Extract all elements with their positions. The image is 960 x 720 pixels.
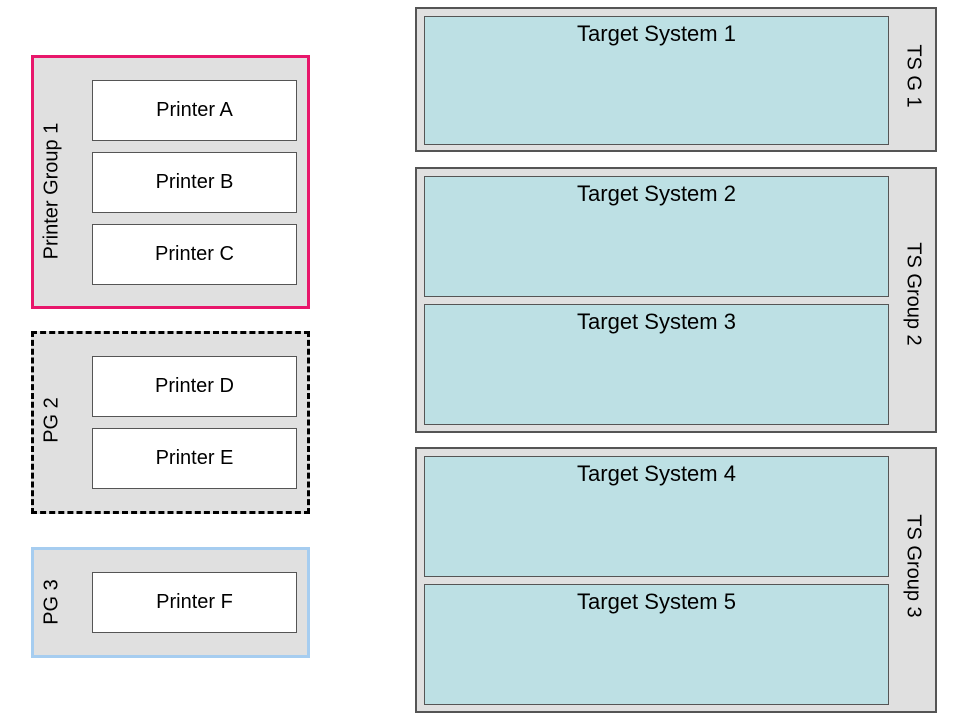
target-system-1: Target System 1	[424, 16, 889, 145]
printer-e: Printer E	[92, 428, 297, 489]
target-system-4: Target System 4	[424, 456, 889, 577]
target-label: Target System 5	[577, 589, 736, 614]
target-label: Target System 1	[577, 21, 736, 46]
target-label: Target System 3	[577, 309, 736, 334]
printer-label: Printer B	[155, 171, 234, 193]
target-label: Target System 2	[577, 181, 736, 206]
printer-label: Printer E	[155, 447, 234, 469]
printer-a: Printer A	[92, 80, 297, 141]
target-system-3: Target System 3	[424, 304, 889, 425]
printer-label: Printer D	[155, 375, 234, 397]
printer-group-2-label: PG 2	[40, 397, 63, 443]
target-system-5: Target System 5	[424, 584, 889, 705]
ts-group-2-label: TS Group 2	[902, 242, 925, 346]
printer-d: Printer D	[92, 356, 297, 417]
printer-group-3-label: PG 3	[40, 579, 63, 625]
printer-label: Printer F	[156, 591, 233, 613]
target-label: Target System 4	[577, 461, 736, 486]
printer-f: Printer F	[92, 572, 297, 633]
printer-c: Printer C	[92, 224, 297, 285]
printer-label: Printer C	[155, 243, 234, 265]
printer-group-1-label: Printer Group 1	[40, 122, 63, 260]
ts-group-3-label: TS Group 3	[902, 514, 925, 618]
printer-label: Printer A	[156, 99, 233, 121]
printer-b: Printer B	[92, 152, 297, 213]
ts-group-1-label: TS G 1	[902, 44, 925, 108]
target-system-2: Target System 2	[424, 176, 889, 297]
